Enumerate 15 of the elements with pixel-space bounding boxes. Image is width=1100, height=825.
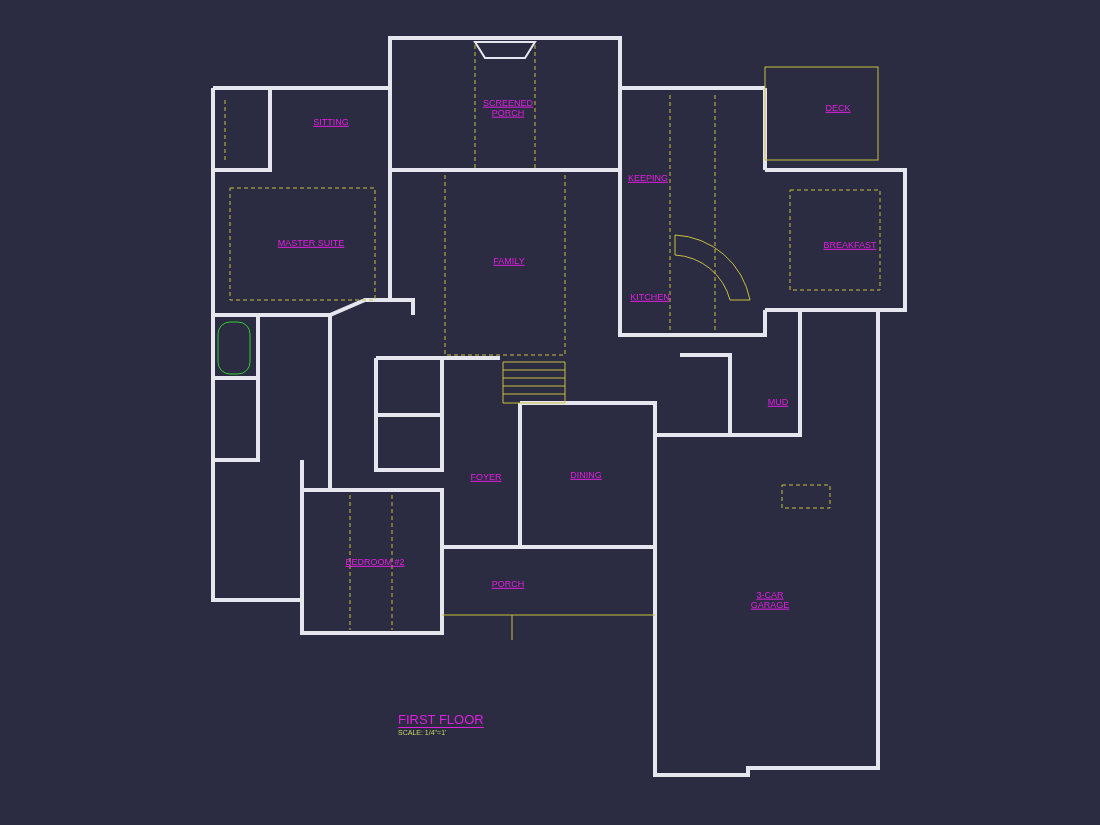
room-label: MUD [766, 396, 790, 408]
room-label: MASTER SUITE [276, 237, 346, 249]
room-label: 3-CAR GARAGE [750, 589, 790, 611]
room-label: KEEPING [627, 172, 669, 184]
room-label: BREAKFAST [822, 239, 878, 251]
room-label: FAMILY [492, 255, 526, 267]
room-label: SCREENED PORCH [483, 97, 533, 119]
room-label: DECK [824, 102, 852, 114]
room-label: DINING [569, 469, 603, 481]
room-label: PORCH [490, 578, 526, 590]
room-label: BEDROOM #2 [344, 556, 406, 568]
plan-title: FIRST FLOOR [398, 712, 484, 728]
room-label: FOYER [469, 471, 503, 483]
room-label: SITTING [312, 116, 350, 128]
room-label: KITCHEN [629, 291, 671, 303]
